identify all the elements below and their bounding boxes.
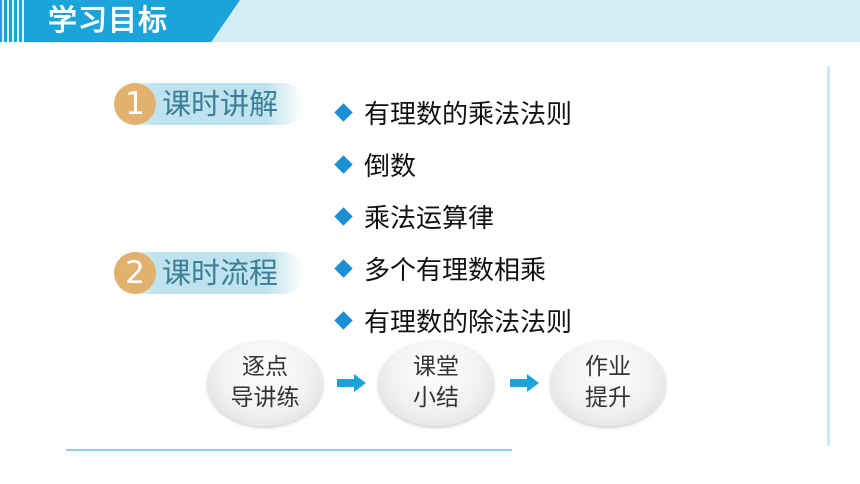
right-arrow-icon <box>510 374 539 392</box>
section-number-badge: 2 <box>114 252 156 294</box>
flow-step-lecture-practice[interactable]: 逐点 导讲练 <box>207 340 323 426</box>
list-item: 乘法运算律 <box>333 190 572 242</box>
flow-step-summary[interactable]: 课堂 小结 <box>378 340 494 426</box>
flow-step-line: 提升 <box>585 385 631 411</box>
list-item: 有理数的除法法则 <box>333 294 572 346</box>
section-label-process: 2 课时流程 <box>114 252 304 294</box>
section-label-lecture: 1 课时讲解 <box>114 83 304 125</box>
diamond-bullet-icon <box>334 258 353 278</box>
list-item-text: 有理数的乘法法则 <box>364 99 573 130</box>
right-divider <box>827 66 830 446</box>
flow-step-line: 课堂 <box>413 354 459 380</box>
section-number-badge: 1 <box>114 83 156 125</box>
list-item: 多个有理数相乘 <box>333 242 572 294</box>
header-stripes <box>2 0 28 42</box>
diamond-bullet-icon <box>334 154 353 174</box>
header-tab <box>0 0 240 42</box>
list-item-text: 多个有理数相乘 <box>364 255 547 286</box>
page-title: 学习目标 <box>48 3 169 37</box>
flow-step-line: 作业 <box>585 354 631 380</box>
list-item: 倒数 <box>333 138 572 190</box>
list-item-text: 乘法运算律 <box>364 203 495 234</box>
list-item-text: 倒数 <box>364 151 417 182</box>
flow-step-line: 导讲练 <box>230 385 300 411</box>
list-item-text: 有理数的除法法则 <box>364 307 573 338</box>
diamond-bullet-icon <box>334 310 353 330</box>
flow-step-line: 逐点 <box>242 354 288 380</box>
diamond-bullet-icon <box>334 102 353 122</box>
flow-step-homework[interactable]: 作业 提升 <box>550 340 666 426</box>
section-label-text: 课时讲解 <box>162 87 279 121</box>
objectives-list: 有理数的乘法法则 倒数 乘法运算律 多个有理数相乘 有理数的除法法则 <box>333 86 572 346</box>
bottom-divider <box>66 449 512 451</box>
flow-step-line: 小结 <box>413 385 459 411</box>
right-arrow-icon <box>337 374 366 392</box>
section-label-text: 课时流程 <box>162 256 279 290</box>
list-item: 有理数的乘法法则 <box>333 86 572 138</box>
diamond-bullet-icon <box>334 206 353 226</box>
